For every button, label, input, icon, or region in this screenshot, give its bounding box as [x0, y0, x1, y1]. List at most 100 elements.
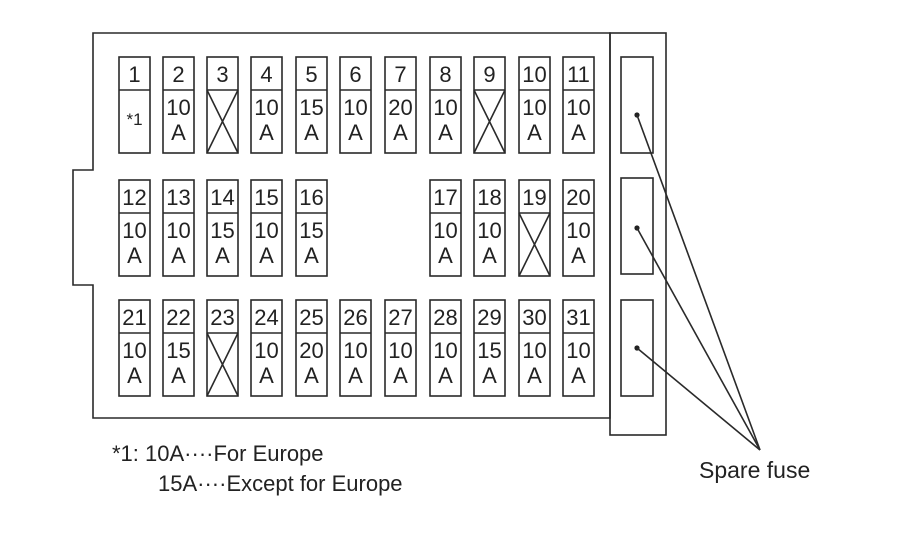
fuse-amperage: 10: [566, 95, 590, 120]
fuse-body: [250, 179, 283, 277]
fuse-body: [562, 179, 595, 277]
fuse-amperage: 15: [166, 338, 190, 363]
fuse-number: 20: [566, 185, 590, 210]
fuse-amperage: 10: [433, 95, 457, 120]
fuse-number: 23: [210, 305, 234, 330]
fuse-amperage: 10: [522, 338, 546, 363]
fuse-amperage: 10: [566, 338, 590, 363]
fuse-unit: A: [127, 363, 142, 388]
fuse-body: [206, 179, 239, 277]
fuse-body: [518, 56, 551, 154]
fuse-unit: A: [259, 363, 274, 388]
fuse-unit: A: [215, 243, 230, 268]
fuse-body: [562, 56, 595, 154]
fuse-unit: A: [259, 243, 274, 268]
fuse-24: 24 10A: [250, 299, 283, 397]
fuse-number: 13: [166, 185, 190, 210]
fuse-number: 21: [122, 305, 146, 330]
fuse-body: [473, 56, 506, 154]
fuse-unit: A: [571, 363, 586, 388]
fuse-23: 23: [206, 299, 239, 397]
fuse-body: [384, 56, 417, 154]
fuse-number: 12: [122, 185, 146, 210]
fuse-body: [162, 179, 195, 277]
fuse-amperage: 15: [299, 218, 323, 243]
fuse-1: 1 *1: [118, 56, 151, 154]
fuse-body: [162, 56, 195, 154]
empty-slot-cross: [518, 212, 551, 277]
fuse-amperage: 15: [477, 338, 501, 363]
fuse-unit: A: [171, 243, 186, 268]
fuse-body: [429, 179, 462, 277]
fuse-amperage: 20: [299, 338, 323, 363]
callout-leader-line: [636, 114, 761, 451]
fuse-amperage: 10: [477, 218, 501, 243]
spare-fuse-panel: [609, 32, 667, 436]
fuse-body: [295, 179, 328, 277]
fuse-unit: A: [171, 363, 186, 388]
fuse-body: [339, 299, 372, 397]
fuse-body: [295, 56, 328, 154]
fuse-unit: A: [438, 243, 453, 268]
fuse-number: 1: [128, 62, 140, 87]
fuse-amperage: 20: [388, 95, 412, 120]
fuse-number: 24: [254, 305, 278, 330]
fuse-unit: A: [304, 363, 319, 388]
fuse-3: 3: [206, 56, 239, 154]
fuse-body: [118, 179, 151, 277]
fuse-footnote: *1: [126, 110, 142, 129]
fuse-body: [162, 299, 195, 397]
fuse-body: [473, 179, 506, 277]
fuse-unit: A: [127, 243, 142, 268]
fuse-number: 17: [433, 185, 457, 210]
fuse-19: 19: [518, 179, 551, 277]
fuse-unit: A: [259, 120, 274, 145]
fuse-body: [518, 179, 551, 277]
fuse-number: 15: [254, 185, 278, 210]
fuse-unit: A: [527, 120, 542, 145]
fuse-9: 9: [473, 56, 506, 154]
fuse-number: 4: [260, 62, 272, 87]
fuse-unit: A: [438, 363, 453, 388]
fuse-body: [429, 56, 462, 154]
fuse-amperage: 10: [254, 338, 278, 363]
fuse-number: 14: [210, 185, 234, 210]
fuse-amperage: 10: [343, 338, 367, 363]
fuse-unit: A: [348, 120, 363, 145]
fuse-body: [518, 299, 551, 397]
fuse-amperage: 10: [566, 218, 590, 243]
fuse-body: [429, 299, 462, 397]
fuse-number: 2: [172, 62, 184, 87]
fuse-number: 6: [349, 62, 361, 87]
spare-fuse-slot-2: [620, 177, 654, 275]
empty-slot-cross: [473, 89, 506, 154]
fuse-number: 7: [394, 62, 406, 87]
fuse-number: 10: [522, 62, 546, 87]
spare-fuse-slot-1: [620, 56, 654, 154]
fuse-body: [206, 56, 239, 154]
fuse-amperage: 10: [343, 95, 367, 120]
fuse-body: [206, 299, 239, 397]
fuse-unit: A: [482, 363, 497, 388]
fuse-body: [295, 299, 328, 397]
fuse-number: 29: [477, 305, 501, 330]
fuse-number: 28: [433, 305, 457, 330]
